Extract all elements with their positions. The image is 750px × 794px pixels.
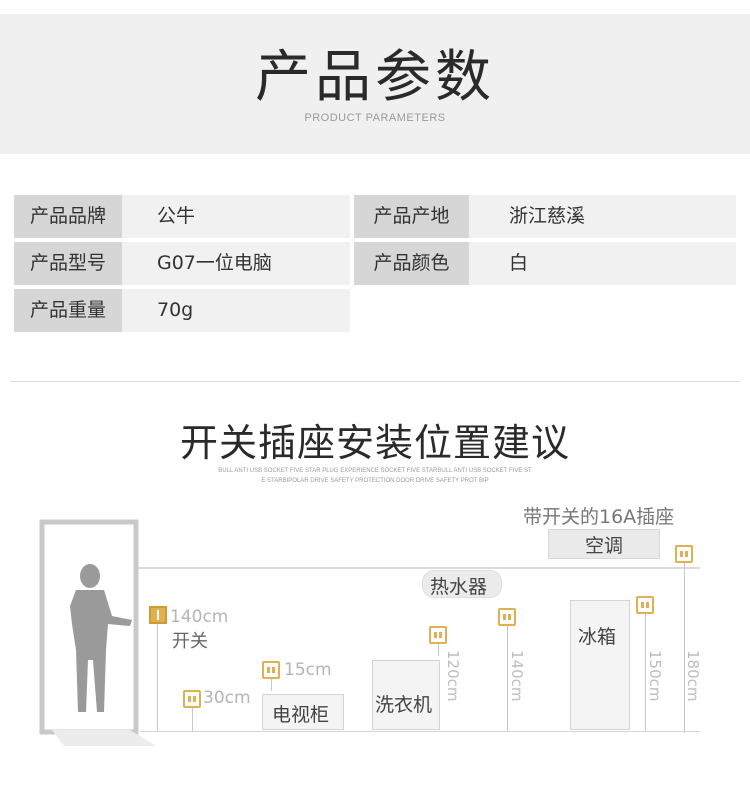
heater-socket-icon [498, 608, 516, 626]
spec-value: G07一位电脑 [157, 252, 272, 274]
heater-height: 140cm [508, 650, 526, 702]
spec-row-brand: 产品品牌 公牛 [14, 195, 350, 238]
spec-row-weight: 产品重量 70g [14, 289, 350, 332]
spec-row-origin: 产品产地 浙江慈溪 [354, 195, 736, 238]
spec-label: 产品颜色 [354, 242, 469, 285]
spec-label: 产品品牌 [14, 195, 122, 238]
socket-30-icon [183, 690, 201, 708]
fridge-socket-icon [636, 596, 654, 614]
floor-line [140, 731, 700, 732]
page-title: 产品参数 [255, 45, 495, 110]
washer-label: 洗衣机 [375, 694, 433, 716]
heater-socket-line [507, 626, 508, 732]
spec-value: 浙江慈溪 [509, 205, 586, 227]
socket-15-icon [262, 661, 280, 679]
page-subtitle: PRODUCT PARAMETERS [304, 112, 446, 124]
door-shadow [52, 730, 156, 746]
spec-value: 70g [157, 299, 194, 321]
spec-row-model: 产品型号 G07一位电脑 [14, 242, 350, 285]
switch-height: 140cm [170, 607, 229, 627]
spec-label: 产品产地 [354, 195, 469, 238]
socket-15-height: 15cm [284, 660, 332, 680]
spec-row-color: 产品颜色 白 [354, 242, 736, 285]
washer-socket-line [438, 644, 439, 656]
tv-label: 电视柜 [272, 704, 330, 726]
refrigerator [570, 600, 630, 730]
socket-30-height: 30cm [203, 688, 251, 708]
diagram-svg [39, 519, 700, 746]
person-silhouette [70, 564, 132, 712]
spec-value: 公牛 [157, 205, 196, 227]
washer-socket-icon [429, 626, 447, 644]
header-banner: 产品参数 PRODUCT PARAMETERS [0, 14, 750, 154]
fridge-label: 冰箱 [578, 626, 617, 648]
ac-socket-line [684, 563, 685, 733]
washing-machine [372, 660, 440, 730]
washer-height: 120cm [444, 650, 462, 702]
spec-value: 白 [509, 252, 529, 274]
install-subtitle: BULL ANTI USB SOCKET FIVE STAR PLUG EXPE… [218, 468, 532, 484]
heater-label: 热水器 [430, 576, 488, 598]
socket-15-line [271, 679, 272, 691]
ac-label: 空调 [585, 535, 624, 557]
switch-icon [149, 606, 167, 624]
spec-label: 产品型号 [14, 242, 122, 285]
ac-socket-icon [675, 545, 693, 563]
heater-box [422, 570, 502, 598]
section-divider [10, 381, 740, 382]
switch-label: 开关 [172, 631, 208, 652]
tv-cabinet [262, 694, 344, 730]
switch-line [157, 624, 158, 732]
ac-caption: 带开关的16A插座 [523, 506, 675, 528]
spec-label: 产品重量 [14, 289, 122, 332]
install-diagram: 带开关的16A插座 空调 180cm 热水器 140cm 140cm 开关 30… [0, 490, 750, 794]
ac-height: 180cm [684, 650, 702, 702]
ac-unit [548, 529, 660, 559]
install-title: 开关插座安装位置建议 [179, 421, 570, 465]
fridge-height: 150cm [646, 650, 664, 702]
fridge-socket-line [645, 614, 646, 732]
socket-30-line [192, 708, 193, 732]
